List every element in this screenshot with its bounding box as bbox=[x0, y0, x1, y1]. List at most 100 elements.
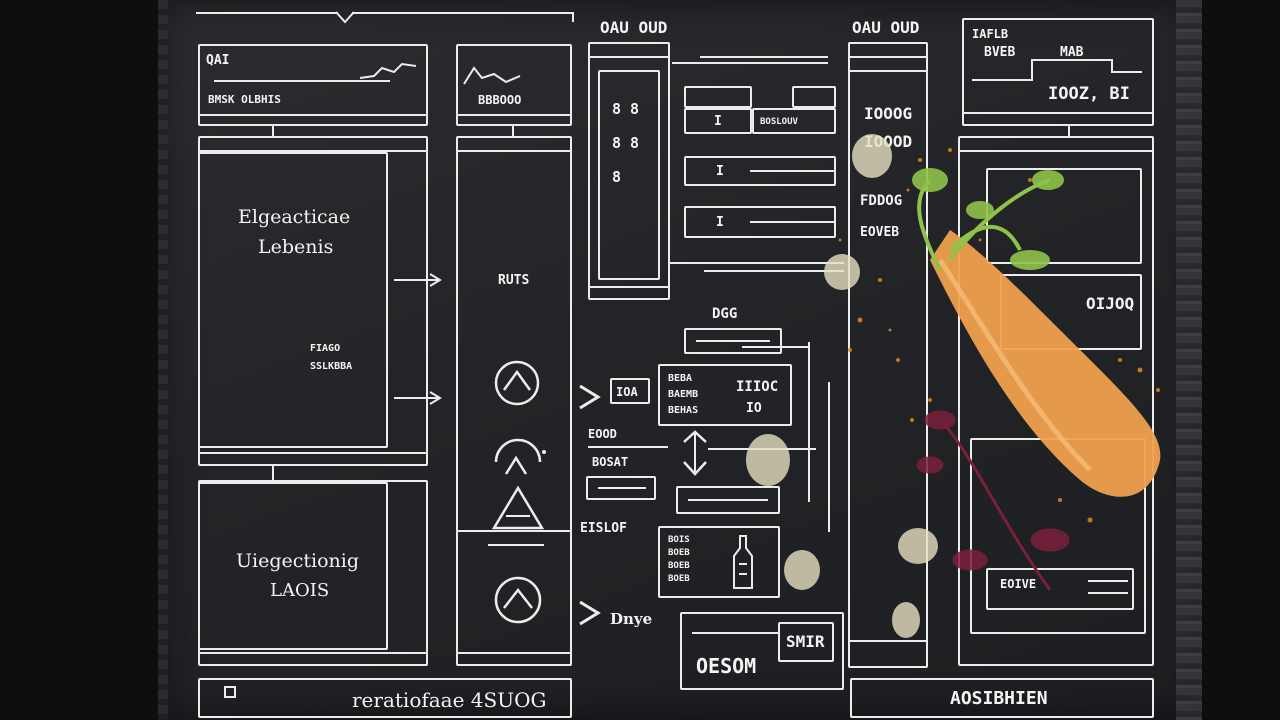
bottom-left-inner: Uiegectionig LAOIS bbox=[198, 482, 388, 650]
bottom-left-title-1: Uiegectionig bbox=[236, 550, 360, 572]
top-rule-right bbox=[352, 12, 574, 14]
col-left-glyphs: 8 8 8 8 8 bbox=[612, 100, 640, 186]
flow-box-3: I bbox=[684, 156, 836, 186]
petals bbox=[746, 134, 938, 638]
clock-dial-icon bbox=[494, 360, 540, 406]
microgreen-red bbox=[916, 410, 1070, 591]
mid-column-bottom-rule bbox=[456, 652, 572, 654]
top-notch-icon bbox=[335, 11, 355, 24]
flow-f: EISLOF bbox=[580, 521, 627, 536]
flow-box-4: I bbox=[684, 206, 836, 238]
top-rule-left bbox=[196, 12, 338, 14]
db-label: DGG bbox=[712, 306, 738, 322]
main-left-top-rule bbox=[198, 150, 428, 152]
col-right-header: OAU OUD bbox=[852, 18, 920, 37]
connector-mid-2 bbox=[704, 270, 844, 272]
top-right-c: MAB bbox=[1060, 45, 1084, 60]
flow-e: BOSAT bbox=[592, 455, 629, 469]
flow-i: SMIR bbox=[786, 632, 825, 651]
panel-a: QAI BMSK OLBHIS bbox=[198, 44, 428, 126]
bottom-left-title-2: LAOIS bbox=[270, 580, 330, 601]
clock-dial-icon bbox=[494, 576, 542, 624]
flow-a-box: IOA bbox=[610, 378, 650, 404]
bottom-right-a: EOIVE bbox=[1000, 577, 1037, 591]
flow-box-1: I bbox=[684, 108, 752, 134]
flow-i-box: SMIR bbox=[778, 622, 834, 662]
panel-a-sub: BMSK OLBHIS bbox=[208, 93, 281, 106]
right-inner-4: EOIVE bbox=[986, 568, 1134, 610]
flow-d: EOOD bbox=[588, 427, 617, 441]
footer-left: reratiofaae 4SUOG bbox=[198, 678, 572, 718]
updown-arrow-icon bbox=[683, 430, 707, 476]
right-arrow-icon bbox=[394, 391, 442, 405]
flow-d-rule bbox=[588, 446, 668, 448]
col-left-inner: 8 8 8 8 8 bbox=[598, 70, 660, 280]
main-left-title-1: Elgeacticae bbox=[238, 206, 351, 228]
food-garnish bbox=[746, 134, 1161, 638]
top-right-stem bbox=[1068, 126, 1070, 136]
step-graph-icon bbox=[972, 59, 1142, 81]
top-right-b: BVEB bbox=[984, 45, 1016, 60]
bell-arch-icon bbox=[494, 438, 546, 475]
main-left-stem bbox=[272, 466, 274, 480]
flow-f-box: BOIS BOEB BOEB BOEB bbox=[658, 526, 780, 598]
footer-right: AOSIBHIEN bbox=[850, 678, 1154, 718]
bottom-left-rule bbox=[198, 652, 428, 654]
right-col-c: FDDOG bbox=[860, 193, 903, 209]
bottle-icon bbox=[733, 535, 753, 589]
right-col-d: EOVEB bbox=[860, 225, 900, 240]
mid-button: BOSLOUV bbox=[760, 117, 798, 127]
panel-b-wave-icon bbox=[463, 66, 521, 85]
right-col-a: IOOOG bbox=[864, 104, 913, 123]
flow-c: IIIOC bbox=[736, 379, 779, 395]
flow-vline-2 bbox=[828, 382, 830, 532]
chevron-right-icon bbox=[579, 384, 601, 410]
panel-a-stem bbox=[272, 126, 274, 136]
chevron-right-icon bbox=[579, 600, 601, 626]
connector-mid bbox=[670, 262, 844, 264]
col-left-rule-2 bbox=[590, 286, 668, 288]
flow-g: Dnye bbox=[610, 610, 653, 628]
flow-box-small-2 bbox=[792, 86, 836, 108]
slate-edge-left bbox=[158, 0, 168, 720]
main-left-note-1: FIAGO bbox=[310, 343, 341, 354]
main-left-title-2: Lebenis bbox=[258, 236, 334, 258]
panel-b-base bbox=[456, 114, 572, 116]
top-right-panel: IAFLB BVEB MAB IOOZ, BI bbox=[962, 18, 1154, 126]
flow-a: IOA bbox=[616, 385, 638, 399]
flow-b-2: BAEMB bbox=[668, 389, 699, 400]
flow-f-glyphs: BOIS BOEB BOEB BOEB bbox=[668, 535, 690, 584]
triangle-icon bbox=[491, 485, 545, 530]
slate-edge-right bbox=[1176, 0, 1202, 720]
spice-dust bbox=[838, 148, 1160, 523]
top-rule-tick bbox=[572, 12, 574, 22]
right-mid-a: OIJOQ bbox=[1086, 294, 1135, 313]
flow-hline-1 bbox=[742, 346, 810, 348]
carrot-stick bbox=[930, 230, 1161, 497]
flow-g-box bbox=[676, 486, 780, 514]
flow-b-box: BEBA BAEMB BEHAS IIIOC IO bbox=[658, 364, 792, 426]
panel-b: BBBOOO bbox=[456, 44, 572, 126]
panel-b-label: BBBOOO bbox=[478, 93, 522, 107]
col-left-header: OAU OUD bbox=[600, 18, 668, 37]
flow-vline-1 bbox=[808, 342, 810, 502]
main-left-note-2: SSLKBBA bbox=[310, 361, 353, 372]
panel-a-graph-icon bbox=[359, 62, 417, 79]
flow-b-1: BEBA bbox=[668, 373, 693, 384]
col-left-box: 8 8 8 8 8 bbox=[588, 42, 670, 300]
panel-a-base bbox=[198, 114, 428, 116]
flow-e-box bbox=[586, 476, 656, 500]
connector-top bbox=[672, 62, 828, 64]
right-arrow-icon bbox=[394, 273, 442, 287]
footer-left-label: reratiofaae 4SUOG bbox=[352, 688, 547, 712]
top-right-d: IOOZ, BI bbox=[1048, 84, 1130, 104]
main-left-inner: Elgeacticae Lebenis FIAGO SSLKBBA bbox=[198, 152, 388, 448]
main-left-bottom-rule bbox=[198, 452, 428, 454]
flow-h-box: OESOM bbox=[680, 612, 844, 690]
connector-top-2 bbox=[700, 56, 828, 58]
mid-small-rule bbox=[488, 544, 544, 546]
flow-box-2: BOSLOUV bbox=[752, 108, 836, 134]
mid-col-label: RUTS bbox=[498, 273, 530, 288]
flow-box-small-1 bbox=[684, 86, 752, 108]
footer-right-label: AOSIBHIEN bbox=[950, 688, 1048, 709]
